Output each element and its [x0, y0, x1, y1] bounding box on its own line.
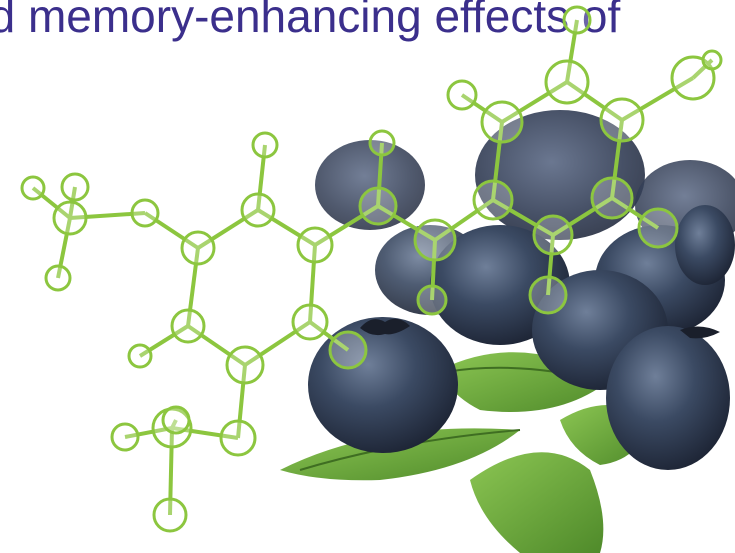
molecule-atoms — [20, 5, 723, 533]
slide-headline: nd memory-enhancing effects of — [0, 0, 621, 42]
